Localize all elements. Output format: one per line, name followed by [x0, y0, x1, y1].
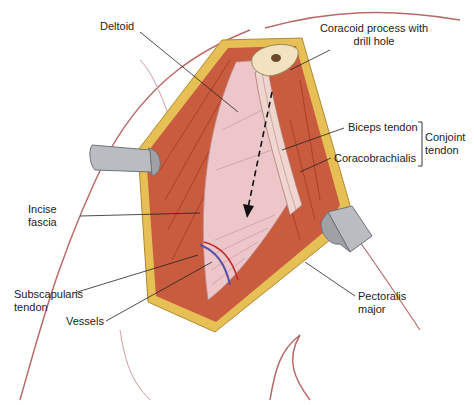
muscle-bed — [146, 46, 340, 322]
retractor — [148, 148, 160, 176]
part-label: Pectoralis major — [358, 290, 420, 316]
part-label: Incise fascia — [28, 203, 78, 229]
part-label: Coracobrachialis — [334, 152, 416, 165]
wound-edge — [138, 38, 350, 332]
part-label: Conjoint tendon — [425, 131, 471, 157]
skin-outline — [270, 335, 310, 400]
fascia — [203, 60, 290, 300]
part-label: Subscapularis tendon — [14, 288, 86, 314]
skin-outline — [355, 235, 420, 330]
part-label: Biceps tendon — [348, 121, 418, 134]
vessels — [204, 242, 238, 280]
drill-hole — [271, 54, 281, 62]
vessels — [200, 245, 230, 285]
skin-outline — [140, 60, 170, 120]
coracoid-process — [252, 44, 298, 76]
incision-arrow — [248, 92, 272, 208]
retractor — [321, 212, 350, 252]
arrow-head — [243, 204, 254, 218]
part-label: Vessels — [66, 315, 104, 328]
leader-lines — [74, 32, 355, 321]
bracket — [418, 122, 422, 166]
part-label: Deltoid — [100, 20, 134, 33]
part-label: Coracoid process with drill hole — [318, 22, 430, 48]
retractor — [90, 145, 152, 172]
skin-outline — [120, 330, 150, 400]
subscapularis-fibres — [211, 110, 275, 285]
conjoint-tendon — [262, 72, 296, 210]
